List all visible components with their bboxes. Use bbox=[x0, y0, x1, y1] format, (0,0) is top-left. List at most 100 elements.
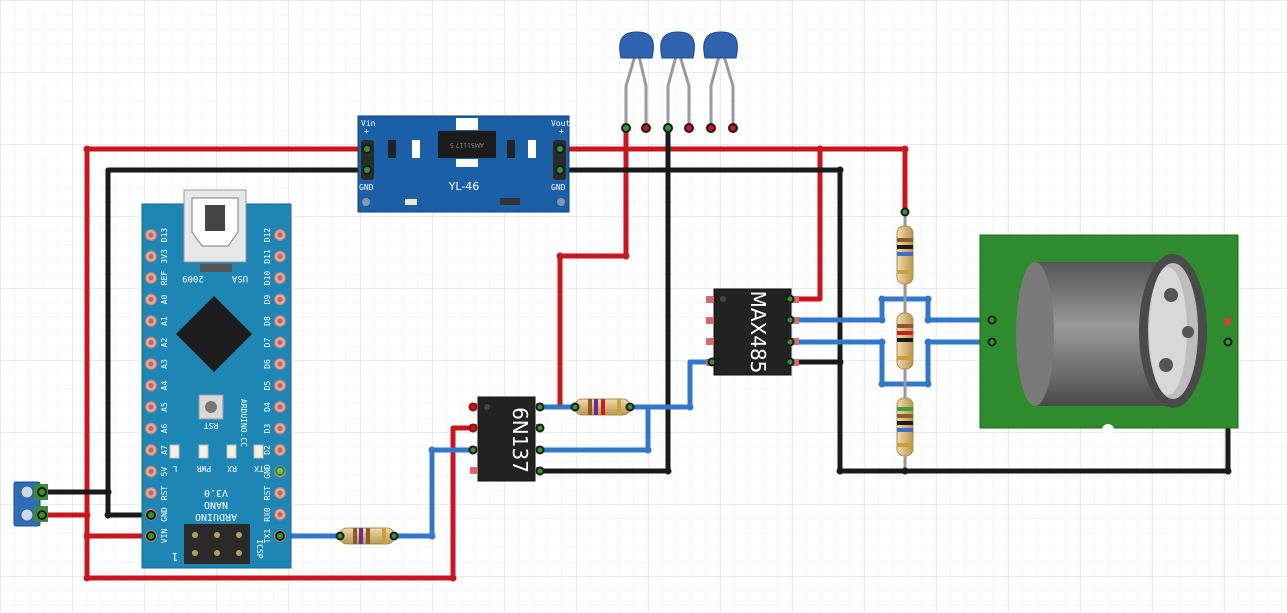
resistor-bias-top bbox=[896, 225, 914, 285]
right-pin-label: D5 bbox=[263, 381, 272, 391]
capacitor-lead-ends bbox=[621, 123, 738, 133]
blue-wires bbox=[277, 296, 995, 539]
right-pin-center bbox=[277, 490, 283, 496]
right-pin-center bbox=[277, 512, 283, 517]
black-wire-gnd-rail bbox=[105, 167, 369, 518]
left-pin-center bbox=[148, 318, 154, 324]
nano-led-tx: TX bbox=[254, 464, 264, 473]
red-wire-vin-rail bbox=[84, 146, 476, 581]
blue-wire-a-line bbox=[787, 296, 995, 323]
optocoupler-label: 6N137 bbox=[508, 407, 532, 473]
left-pin-center bbox=[148, 297, 154, 302]
right-pin-center bbox=[277, 447, 283, 453]
right-pin-label: D12 bbox=[263, 228, 272, 243]
nano-right-pin-holes bbox=[274, 229, 286, 542]
left-pin-label: RST bbox=[160, 486, 169, 501]
right-pin-center bbox=[277, 404, 283, 410]
transceiver-max485: MAX485 bbox=[706, 288, 799, 376]
regulator-vout-plus: + bbox=[559, 127, 564, 136]
red-wire-vout-rail bbox=[558, 146, 908, 215]
right-pin-center bbox=[277, 426, 283, 431]
nano-site: ARDUINO.CC bbox=[239, 399, 248, 447]
regulator-gnd-right: GND bbox=[551, 183, 566, 192]
right-pin-label: D8 bbox=[263, 316, 272, 326]
regulator-ic-marking: AMS1117 5 bbox=[450, 141, 484, 148]
left-pin-center bbox=[148, 275, 154, 281]
right-pin-center bbox=[277, 254, 283, 259]
nano-pin1-marker: 1 bbox=[172, 550, 179, 563]
right-pin-center bbox=[277, 340, 283, 345]
nano-version: V3.0 bbox=[204, 487, 228, 498]
left-pin-center bbox=[148, 447, 154, 453]
left-pin-label: 3V3 bbox=[160, 249, 169, 264]
right-pin-center bbox=[277, 361, 283, 367]
right-pin-center bbox=[277, 232, 283, 238]
nano-brand: ARDUINO bbox=[195, 511, 237, 522]
junction-dots bbox=[37, 144, 1233, 582]
left-pin-label: D13 bbox=[160, 228, 169, 243]
nano-icsp: ICSP bbox=[255, 539, 264, 558]
regulator-vin-plus: + bbox=[364, 127, 369, 136]
left-pin-center bbox=[148, 383, 154, 388]
capacitor-bodies bbox=[619, 31, 738, 59]
regulator-gnd-left: GND bbox=[359, 183, 374, 192]
nano-led-l: L bbox=[172, 464, 177, 473]
right-pin-label: D2 bbox=[263, 445, 272, 455]
right-pin-label: D11 bbox=[263, 249, 272, 264]
left-pin-label: REF bbox=[160, 271, 169, 286]
regulator-name: YL-46 bbox=[448, 180, 480, 193]
left-pin-center bbox=[148, 361, 154, 367]
right-pin-label: TX1 bbox=[263, 529, 272, 544]
left-pin-label: A7 bbox=[160, 445, 169, 455]
blue-wire-res-max bbox=[627, 359, 715, 410]
left-pin-label: A5 bbox=[160, 402, 169, 412]
right-pin-center bbox=[277, 318, 283, 324]
right-pin-center bbox=[277, 383, 283, 388]
red-wire-max-vcc bbox=[787, 146, 823, 302]
left-pin-label: 5V bbox=[160, 467, 169, 477]
left-pin-center bbox=[148, 254, 154, 259]
xlr-connector-module bbox=[979, 234, 1239, 436]
regulator-vout-label: Vout bbox=[551, 119, 570, 128]
transceiver-label: MAX485 bbox=[746, 291, 770, 374]
left-pin-label: A6 bbox=[160, 424, 169, 434]
optocoupler-6n137: 6N137 bbox=[470, 396, 543, 482]
nano-country: USA bbox=[231, 273, 248, 283]
left-pin-label: GND bbox=[160, 507, 169, 522]
right-pin-label: D7 bbox=[263, 338, 272, 348]
right-pin-label: GND bbox=[263, 464, 272, 479]
left-pin-center bbox=[148, 404, 154, 410]
capacitors bbox=[624, 55, 735, 128]
resistor-opto-pullup bbox=[574, 398, 631, 416]
nano-year: 2009 bbox=[182, 273, 204, 283]
left-pin-center bbox=[148, 490, 154, 496]
left-pin-center bbox=[148, 469, 154, 474]
nano-led-pwr: PWR bbox=[197, 464, 212, 473]
nano-led-rx: RX bbox=[227, 464, 237, 473]
left-pin-label: A4 bbox=[160, 381, 169, 391]
right-pin-label: D6 bbox=[263, 359, 272, 369]
left-pin-label: A2 bbox=[160, 338, 169, 348]
blue-wire-tx-res bbox=[391, 447, 476, 539]
resistor-termination bbox=[896, 312, 914, 370]
right-pin-label: D4 bbox=[263, 402, 272, 412]
regulator-yl46: Vin + Vout + GND GND AMS1117 5 YL-46 bbox=[357, 115, 570, 213]
left-pin-label: A3 bbox=[160, 359, 169, 369]
left-pin-center bbox=[148, 426, 154, 431]
nano-rst-label: RST bbox=[204, 421, 219, 430]
resistor-bias-bottom bbox=[896, 397, 914, 457]
resistor-tx bbox=[339, 527, 395, 545]
left-pin-label: A0 bbox=[160, 295, 169, 305]
left-pin-label: VIN bbox=[160, 529, 169, 544]
left-pin-center bbox=[148, 232, 154, 238]
regulator-vin-label: Vin bbox=[361, 119, 376, 128]
left-pin-center bbox=[148, 340, 154, 345]
right-pin-label: RST bbox=[263, 486, 272, 501]
right-pin-label: D9 bbox=[263, 295, 272, 305]
right-pin-center bbox=[277, 297, 283, 302]
right-pin-label: D10 bbox=[263, 271, 272, 286]
